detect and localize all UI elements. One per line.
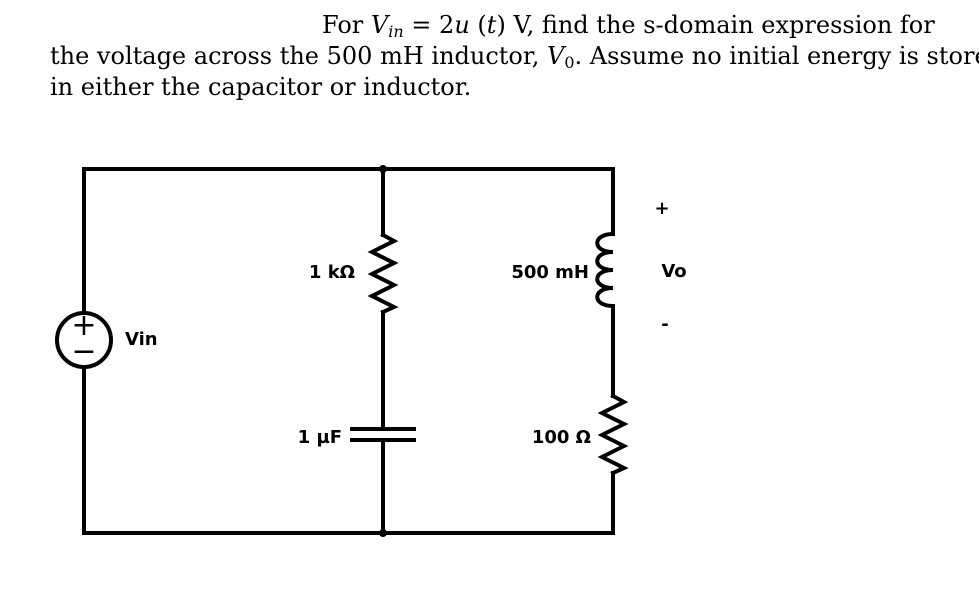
inductor-label: 500 mH (511, 262, 589, 283)
problem-line-2-start: the voltage across the 500 mH inductor, (50, 42, 547, 70)
time-variable: t (486, 11, 497, 39)
vin-symbol: V (370, 11, 389, 39)
source-minus-sign: − (71, 334, 96, 369)
paren-open: ( (469, 11, 487, 39)
equals-expression: = 2 (403, 11, 455, 39)
problem-line-3: in either the capacitor or inductor. (50, 73, 472, 101)
problem-line-2-end: . Assume no initial energy is stored (574, 42, 979, 70)
source-plus-sign: + (71, 308, 96, 343)
output-plus-sign: + (654, 198, 669, 219)
capacitor-label: 1 µF (298, 427, 342, 448)
output-label: Vo (661, 261, 686, 282)
inductor-500mh (595, 231, 616, 309)
output-minus-sign: - (661, 314, 668, 335)
resistor-100-label: 100 Ω (532, 427, 591, 448)
resistor-1k (367, 232, 399, 315)
step-function: u (454, 11, 470, 39)
problem-line-2: the voltage across the 500 mH inductor, … (50, 41, 979, 72)
junction-top (379, 165, 387, 173)
problem-statement: For Vin = 2u (t) V, find the s-domain ex… (50, 10, 979, 103)
vo-symbol: V (546, 42, 565, 70)
vo-subscript: 0 (564, 53, 575, 72)
problem-line-1: For Vin = 2u (t) V, find the s-domain ex… (50, 10, 950, 41)
for-word: For (322, 11, 364, 39)
resistor-1k-label: 1 kΩ (309, 262, 355, 283)
vin-subscript: in (388, 22, 404, 41)
paren-close: ) (496, 11, 506, 39)
voltage-source-icon (55, 311, 113, 369)
problem-line-1-rest: V, find the s-domain expression for (505, 11, 935, 39)
source-label: Vin (125, 329, 158, 350)
junction-bottom (379, 529, 387, 537)
resistor-100 (597, 393, 629, 476)
